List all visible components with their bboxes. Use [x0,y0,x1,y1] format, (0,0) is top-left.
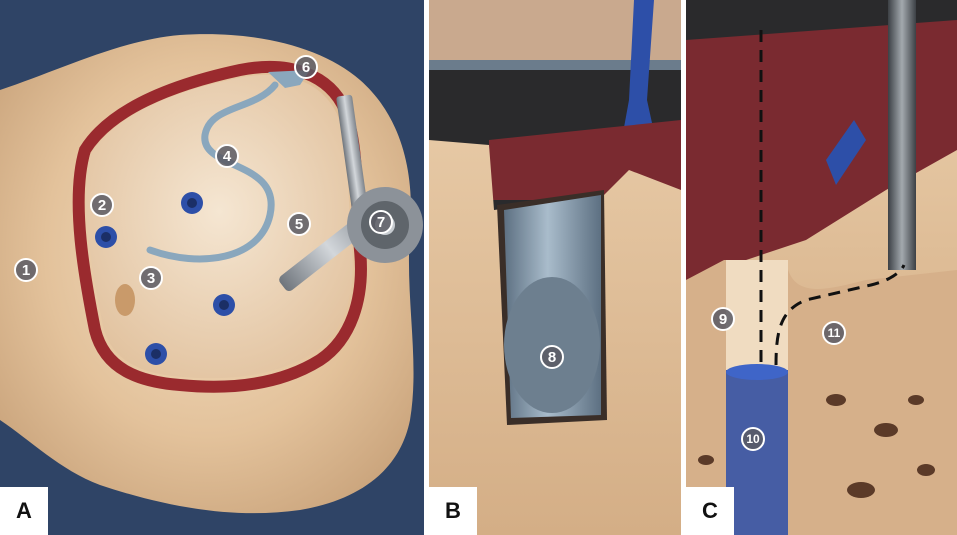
drilled-hole [726,260,788,370]
drill-bit [888,0,916,270]
panel-c: 9 10 11 C [686,0,957,535]
marker-9: 9 [711,307,735,331]
blue-post [826,120,866,185]
panel-label-b: B [429,487,477,535]
implant-insert [726,370,788,535]
panel-a: 1 2 3 4 5 6 7 A [0,0,424,535]
bone-defect [115,284,135,316]
device-cable [146,81,279,263]
panel-label-c: C [686,487,734,535]
implant-screw [213,294,235,316]
curved-trajectory [774,264,906,366]
implant-screw [181,192,203,214]
bone-margin [72,61,367,393]
marker-6: 6 [294,55,318,79]
marker-11: 11 [822,321,846,345]
marker-3: 3 [139,266,163,290]
marker-5: 5 [287,212,311,236]
cross-section-illustration [429,0,681,535]
dura-surface [85,74,353,379]
implant-screw [95,226,117,248]
marker-2: 2 [90,193,114,217]
panel-label-a: A [0,487,48,535]
blue-post [619,0,659,155]
marker-10: 10 [741,427,765,451]
panel-b: 8 B [429,0,681,535]
implant-top [726,364,788,380]
craniotomy-illustration [0,0,424,535]
implant-screw [145,343,167,365]
marker-7: 7 [369,210,393,234]
marker-4: 4 [215,144,239,168]
drill-path-illustration [686,0,957,535]
marker-8: 8 [540,345,564,369]
marker-1: 1 [14,258,38,282]
upper-rod [429,60,681,70]
bone-pores [698,394,935,498]
